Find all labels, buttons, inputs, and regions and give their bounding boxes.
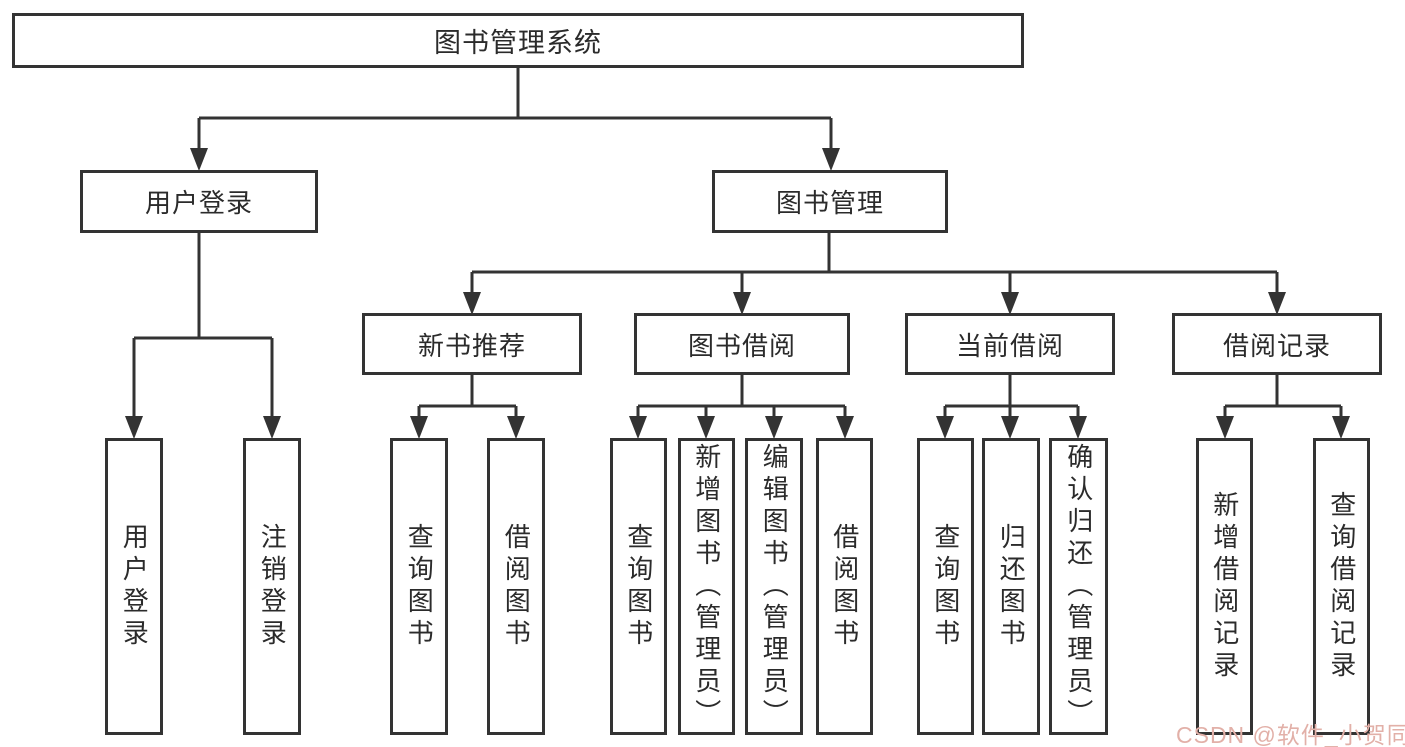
- arrowhead: [263, 416, 281, 439]
- arrowhead: [733, 292, 751, 315]
- watermark: CSDN @软件_小贺同学: [1176, 722, 1405, 747]
- leaf-query-books-borrow: 查询图书: [610, 438, 667, 735]
- arrowhead: [1069, 416, 1087, 439]
- node-current-borrow: 当前借阅: [905, 313, 1115, 375]
- leaf-return-book: 归还图书: [982, 438, 1040, 735]
- leaf-query-books-borrow-label: 查询图书: [623, 522, 654, 651]
- leaf-borrow-books-borrow-label: 借阅图书: [829, 522, 860, 651]
- node-borrow-records: 借阅记录: [1172, 313, 1382, 375]
- node-book-borrow-label: 图书借阅: [687, 330, 796, 361]
- node-book-borrow: 图书借阅: [634, 313, 850, 375]
- arrowhead: [410, 416, 428, 439]
- node-book-management: 图书管理: [712, 170, 948, 233]
- leaf-add-book-admin-label: 新增图书（管理员）: [691, 442, 722, 731]
- arrowhead: [836, 416, 854, 439]
- arrowhead: [1216, 416, 1234, 439]
- edge-new-book-recommend-children: [417, 375, 518, 418]
- leaf-query-books-current-label: 查询图书: [930, 522, 961, 651]
- arrowhead: [1268, 292, 1286, 315]
- leaf-logout: 注销登录: [243, 438, 301, 735]
- leaf-confirm-return-admin: 确认归还（管理员）: [1049, 438, 1108, 735]
- node-borrow-records-label: 借阅记录: [1222, 330, 1331, 361]
- edge-root-to-level2: [197, 68, 833, 150]
- node-root: 图书管理系统: [12, 13, 1024, 68]
- leaf-edit-book-admin-label: 编辑图书（管理员）: [759, 442, 790, 731]
- leaf-query-borrow-record-label: 查询借阅记录: [1326, 490, 1357, 683]
- arrowhead: [1332, 416, 1350, 439]
- arrowhead: [629, 416, 647, 439]
- node-new-book-recommend-label: 新书推荐: [417, 330, 526, 361]
- arrowhead: [463, 292, 481, 315]
- node-user-login-label: 用户登录: [144, 188, 253, 218]
- arrowhead: [1001, 416, 1019, 439]
- arrowhead: [190, 148, 208, 171]
- leaf-user-login: 用户登录: [105, 438, 163, 735]
- leaf-query-books-current: 查询图书: [917, 438, 974, 735]
- arrowhead: [1001, 292, 1019, 315]
- leaf-return-book-label: 归还图书: [996, 522, 1027, 651]
- leaf-borrow-books-recommend-label: 借阅图书: [501, 522, 532, 651]
- edge-user-login-children: [132, 233, 274, 418]
- edge-book-management-children: [470, 233, 1279, 294]
- node-book-management-label: 图书管理: [775, 188, 884, 218]
- leaf-borrow-books-recommend: 借阅图书: [487, 438, 545, 735]
- edge-current-borrow-children: [943, 375, 1080, 418]
- leaf-query-books-recommend: 查询图书: [390, 438, 448, 735]
- leaf-user-login-label: 用户登录: [119, 522, 150, 651]
- leaf-logout-label: 注销登录: [257, 522, 288, 651]
- node-user-login: 用户登录: [80, 170, 318, 233]
- leaf-edit-book-admin: 编辑图书（管理员）: [745, 438, 803, 735]
- node-root-label: 图书管理系统: [434, 28, 602, 58]
- edge-borrow-records-children: [1223, 375, 1343, 418]
- edge-book-borrow-children: [636, 375, 847, 418]
- leaf-confirm-return-admin-label: 确认归还（管理员）: [1063, 442, 1094, 731]
- leaf-borrow-books-borrow: 借阅图书: [816, 438, 873, 735]
- arrowhead: [822, 148, 840, 171]
- leaf-add-book-admin: 新增图书（管理员）: [678, 438, 735, 735]
- arrowhead: [765, 416, 783, 439]
- arrowhead: [507, 416, 525, 439]
- leaf-add-borrow-record-label: 新增借阅记录: [1209, 490, 1240, 683]
- leaf-query-books-recommend-label: 查询图书: [404, 522, 435, 651]
- node-new-book-recommend: 新书推荐: [362, 313, 582, 375]
- leaf-add-borrow-record: 新增借阅记录: [1196, 438, 1253, 735]
- arrowhead: [936, 416, 954, 439]
- arrowhead: [125, 416, 143, 439]
- arrowhead: [697, 416, 715, 439]
- leaf-query-borrow-record: 查询借阅记录: [1313, 438, 1370, 735]
- node-current-borrow-label: 当前借阅: [955, 330, 1064, 361]
